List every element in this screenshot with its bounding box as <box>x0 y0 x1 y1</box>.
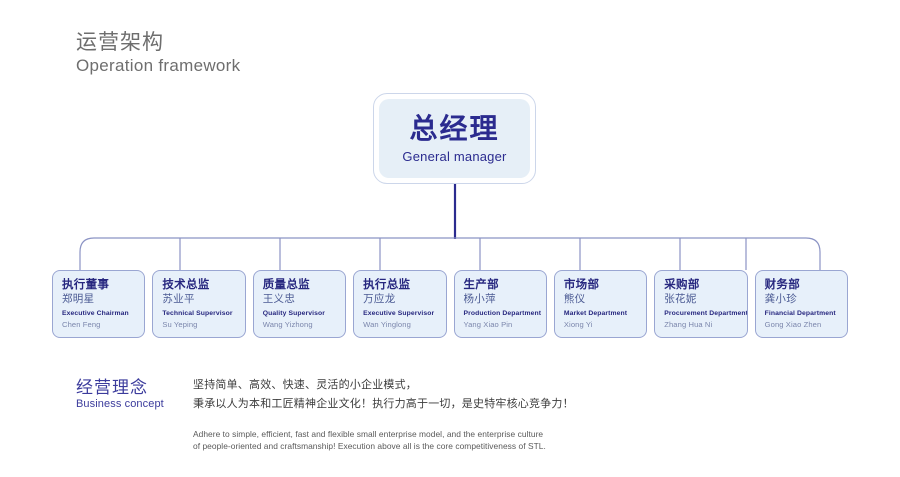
department-box-production[interactable]: 生产部 杨小萍 Production Department Yang Xiao … <box>453 270 547 338</box>
dept-name-zh: 郑明星 <box>62 293 95 306</box>
business-concept-label-zh: 经营理念 <box>76 378 148 397</box>
business-concept-en-line1: Adhere to simple, efficient, fast and fl… <box>193 428 544 439</box>
department-box-executive-chairman[interactable]: 执行董事 郑明星 Executive Chairman Chen Feng <box>52 270 146 338</box>
business-concept-label-en: Business concept <box>76 398 164 411</box>
page-title-zh: 运营架构 <box>76 31 164 54</box>
dept-name-en: Wang Yizhong <box>262 319 313 329</box>
dept-title-en: Executive Supervisor <box>363 309 435 317</box>
dept-name-en: Xiong Yi <box>563 319 593 329</box>
horizontal-bus-line <box>79 237 821 270</box>
department-box-procurement[interactable]: 采购部 张花妮 Procurement Department Zhang Hua… <box>654 270 748 338</box>
page-title-en: Operation framework <box>76 55 241 75</box>
general-manager-box[interactable]: 总经理 General manager <box>373 93 536 184</box>
dept-name-zh: 龚小珍 <box>764 293 798 306</box>
dept-name-zh: 王义忠 <box>262 293 296 306</box>
dept-title-zh: 质量总监 <box>262 279 310 291</box>
dept-name-zh: 张花妮 <box>664 293 697 306</box>
dept-title-en: Procurement Department <box>664 309 748 317</box>
dept-title-zh: 生产部 <box>463 279 499 291</box>
dept-title-zh: 执行总监 <box>363 279 411 291</box>
dept-title-en: Financial Department <box>764 309 836 317</box>
dept-title-en: Executive Chairman <box>62 309 129 317</box>
dept-title-en: Production Department <box>463 309 542 317</box>
department-box-market[interactable]: 市场部 熊仪 Market Department Xiong Yi <box>553 270 648 338</box>
dept-title-zh: 技术总监 <box>162 279 210 291</box>
dept-name-zh: 熊仪 <box>563 293 586 306</box>
dept-name-zh: 万应龙 <box>363 293 396 306</box>
general-manager-inner: 总经理 General manager <box>379 99 530 178</box>
business-concept-zh-line1: 坚持简单、高效、快速、灵活的小企业模式， <box>193 379 417 391</box>
department-box-quality-supervisor[interactable]: 质量总监 王义忠 Quality Supervisor Wang Yizhong <box>252 270 347 338</box>
dept-title-en: Technical Supervisor <box>162 309 233 317</box>
dept-name-en: Chen Feng <box>62 319 101 329</box>
dept-name-zh: 杨小萍 <box>463 293 496 306</box>
dept-title-zh: 采购部 <box>664 279 700 291</box>
department-box-technical-supervisor[interactable]: 技术总监 苏业平 Technical Supervisor Su Yeping <box>152 270 246 338</box>
department-box-financial[interactable]: 财务部 龚小珍 Financial Department Gong Xiao Z… <box>754 270 848 338</box>
general-manager-title-zh: 总经理 <box>409 113 500 145</box>
drop-lines <box>179 238 747 270</box>
dept-title-en: Quality Supervisor <box>262 309 325 317</box>
dept-title-zh: 市场部 <box>563 279 600 291</box>
page-title: 运营架构 Operation framework <box>76 30 240 76</box>
general-manager-title-en: General manager <box>402 148 507 164</box>
department-box-executive-supervisor[interactable]: 执行总监 万应龙 Executive Supervisor Wan Yinglo… <box>353 270 447 338</box>
dept-name-en: Su Yeping <box>162 319 198 329</box>
dept-title-zh: 执行董事 <box>62 279 110 291</box>
dept-name-en: Zhang Hua Ni <box>664 319 713 329</box>
business-concept-text: 坚持简单、高效、快速、灵活的小企业模式， 秉承以人为本和工匠精神企业文化！执行力… <box>193 376 813 453</box>
dept-name-zh: 苏业平 <box>162 293 195 306</box>
dept-name-en: Gong Xiao Zhen <box>764 319 822 329</box>
dept-title-zh: 财务部 <box>764 279 801 291</box>
business-concept-label: 经营理念 Business concept <box>76 378 186 412</box>
business-concept-en-line2: of people-oriented and craftsmanship! Ex… <box>193 441 546 452</box>
department-row: 执行董事 郑明星 Executive Chairman Chen Feng 技术… <box>52 270 848 338</box>
dept-title-en: Market Department <box>563 309 628 317</box>
dept-name-en: Wan Yinglong <box>363 319 411 329</box>
business-concept-zh-line2: 秉承以人为本和工匠精神企业文化！执行力高于一切，是史特牢核心竞争力！ <box>193 398 574 411</box>
dept-name-en: Yang Xiao Pin <box>463 319 513 329</box>
